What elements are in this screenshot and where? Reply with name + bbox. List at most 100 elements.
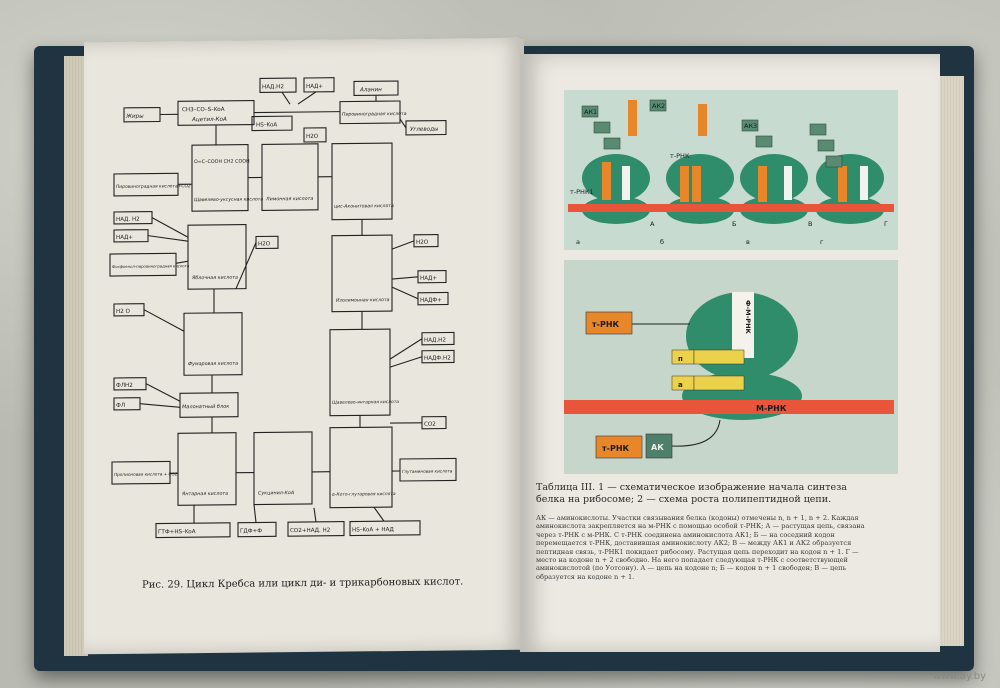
label-oxaloacetic: Щавелево-уксусная кислота	[194, 196, 263, 203]
label-alanine: Аланин	[359, 87, 382, 93]
label-glutamic: Глутаминовая кислота	[402, 468, 453, 474]
label-isocitric: Изолимонная кислота	[336, 297, 390, 304]
box-h2o-1	[303, 127, 327, 143]
label-nad-left: НАД+	[116, 235, 133, 241]
box-ketoglutaric	[329, 426, 393, 509]
box-succinic	[177, 432, 237, 506]
ak-box	[817, 139, 835, 152]
label-pyruvic: Пировиноградная кислота	[342, 111, 407, 118]
white-trna-columns	[622, 166, 868, 200]
ribosome-c-top	[740, 154, 808, 202]
label-hskoa-nad: HS–KoA + НАД	[352, 527, 394, 533]
label-hskoa: HS–KoA	[256, 122, 277, 128]
label-trna-bottom: т-РНК	[602, 444, 630, 453]
plate-body-text: АК — аминокислоты. Участки связывания бе…	[536, 514, 865, 581]
trna-column	[628, 100, 637, 136]
label-ak2: АК2	[652, 102, 665, 110]
label-nad-right: НАД+	[420, 276, 437, 282]
label-propionic: Пропионовая кислота + CO2	[114, 471, 178, 477]
white-column	[622, 166, 630, 200]
white-column	[860, 166, 868, 200]
label-mrna: М-РНК	[756, 404, 787, 413]
box-fumaric	[183, 312, 243, 376]
label-fats: Жиры	[125, 114, 144, 120]
label-cisaconitic: цис-Аконитовая кислота	[334, 203, 394, 210]
open-book: Жиры CH3–CO–S–KoA Ацетил-КоА НАД.H2 НАД+…	[34, 36, 974, 676]
ak-box	[603, 137, 621, 150]
mrna-strand-bottom	[564, 400, 894, 414]
label-b: Б	[732, 220, 736, 228]
label-v-small: в	[746, 238, 750, 246]
ak-box	[809, 123, 827, 136]
label-nad-top: НАД+	[306, 84, 323, 90]
label-ketoglutaric: α-Кето-глутаровая кислота	[332, 491, 396, 498]
ak-box	[825, 155, 843, 168]
trna-column	[758, 166, 767, 202]
label-co2: CO2	[424, 422, 436, 428]
label-nadph-right: НАДФ.H2	[424, 355, 451, 361]
trna-columns	[602, 100, 847, 202]
label-fumaric: Фумаровая кислота	[188, 361, 238, 368]
mrna-strand-top	[568, 204, 894, 212]
label-malonate: Малонатный блок	[182, 404, 229, 410]
label-pep: Фосфоенол-пировиноградная кислота	[112, 263, 190, 269]
box-hskoa	[251, 115, 293, 132]
box-gtp	[155, 522, 231, 539]
bottom-arrows	[632, 323, 721, 447]
label-nadp-right: НАДФ+	[420, 298, 442, 304]
top-panel-labels: АК1 АК2 АК3 т-РНК1 т-РНК А Б В Г а б в г	[570, 102, 888, 246]
box-nad-top	[303, 77, 335, 93]
ak-box	[755, 135, 773, 148]
label-h2o-3: H2O	[416, 240, 429, 246]
label-fmrna: Ф-М-РНК	[744, 300, 752, 335]
label-a-small: а	[576, 238, 580, 246]
trna-column	[692, 166, 701, 202]
white-column	[784, 166, 792, 200]
label-b-small: б	[660, 238, 664, 246]
label-carbs: Углеводы	[410, 127, 439, 133]
ak-box	[581, 105, 599, 118]
krebs-cycle-diagram: Жиры CH3–CO–S–KoA Ацетил-КоА НАД.H2 НАД+…	[109, 77, 457, 539]
label-g-small: г	[820, 238, 824, 246]
trna-column	[602, 162, 611, 200]
box-succinylcoa	[253, 431, 313, 506]
box-propionic	[111, 460, 171, 485]
protein-synthesis-plate: АК1 АК2 АК3 т-РНК1 т-РНК А Б В Г а б в г	[564, 90, 898, 474]
a-site-bar	[693, 375, 745, 391]
box-glutamic	[399, 457, 457, 482]
a-site-box	[671, 375, 695, 391]
box-malonate	[179, 392, 239, 418]
ribosome-group-c	[740, 154, 808, 224]
label-fadh: ФЛН2	[116, 383, 133, 389]
label-succinic: Янтарная кислота	[181, 491, 228, 497]
label-ak1: АК1	[584, 108, 597, 116]
bottom-panel-labels: т-РНК т-РНК АК М-РНК п а Ф-М-РНК	[592, 300, 787, 453]
label-nadh-left: НАД. H2	[116, 217, 140, 223]
box-nadh-top	[259, 77, 297, 94]
label-a-site: а	[678, 381, 683, 389]
trna-column	[838, 166, 847, 202]
ak-boxes-top	[581, 99, 843, 168]
label-g: Г	[884, 220, 888, 228]
trna-column	[680, 166, 689, 202]
label-trna-top: т-РНК	[592, 320, 620, 329]
box-gdp	[237, 521, 277, 538]
label-ak3: АК3	[744, 122, 757, 130]
ak-box	[741, 119, 759, 132]
box-pep	[109, 252, 177, 277]
label-h2o-2: H2O	[258, 241, 271, 247]
label-succinylcoa: Сукцинил-КоА	[258, 490, 294, 496]
label-h2o-1: H2O	[306, 134, 319, 140]
ak-box	[593, 121, 611, 134]
label-gtp: ГТФ+HS–KoA	[158, 529, 196, 535]
label-oxaloacetic-formula: O=C–COOH CH2 COOH	[194, 159, 250, 166]
label-p-site: п	[678, 355, 683, 363]
label-nadh-top: НАД.H2	[262, 84, 284, 90]
label-trna1: т-РНК1	[570, 188, 594, 196]
label-a: А	[650, 220, 655, 228]
label-v: В	[808, 220, 812, 228]
label-malic: Яблочная кислота	[191, 275, 238, 281]
label-ak: АК	[651, 443, 664, 452]
watermark: www.ay.by	[933, 671, 986, 682]
label-acetylcoa-formula: CH3–CO–S–KoA	[182, 107, 225, 113]
